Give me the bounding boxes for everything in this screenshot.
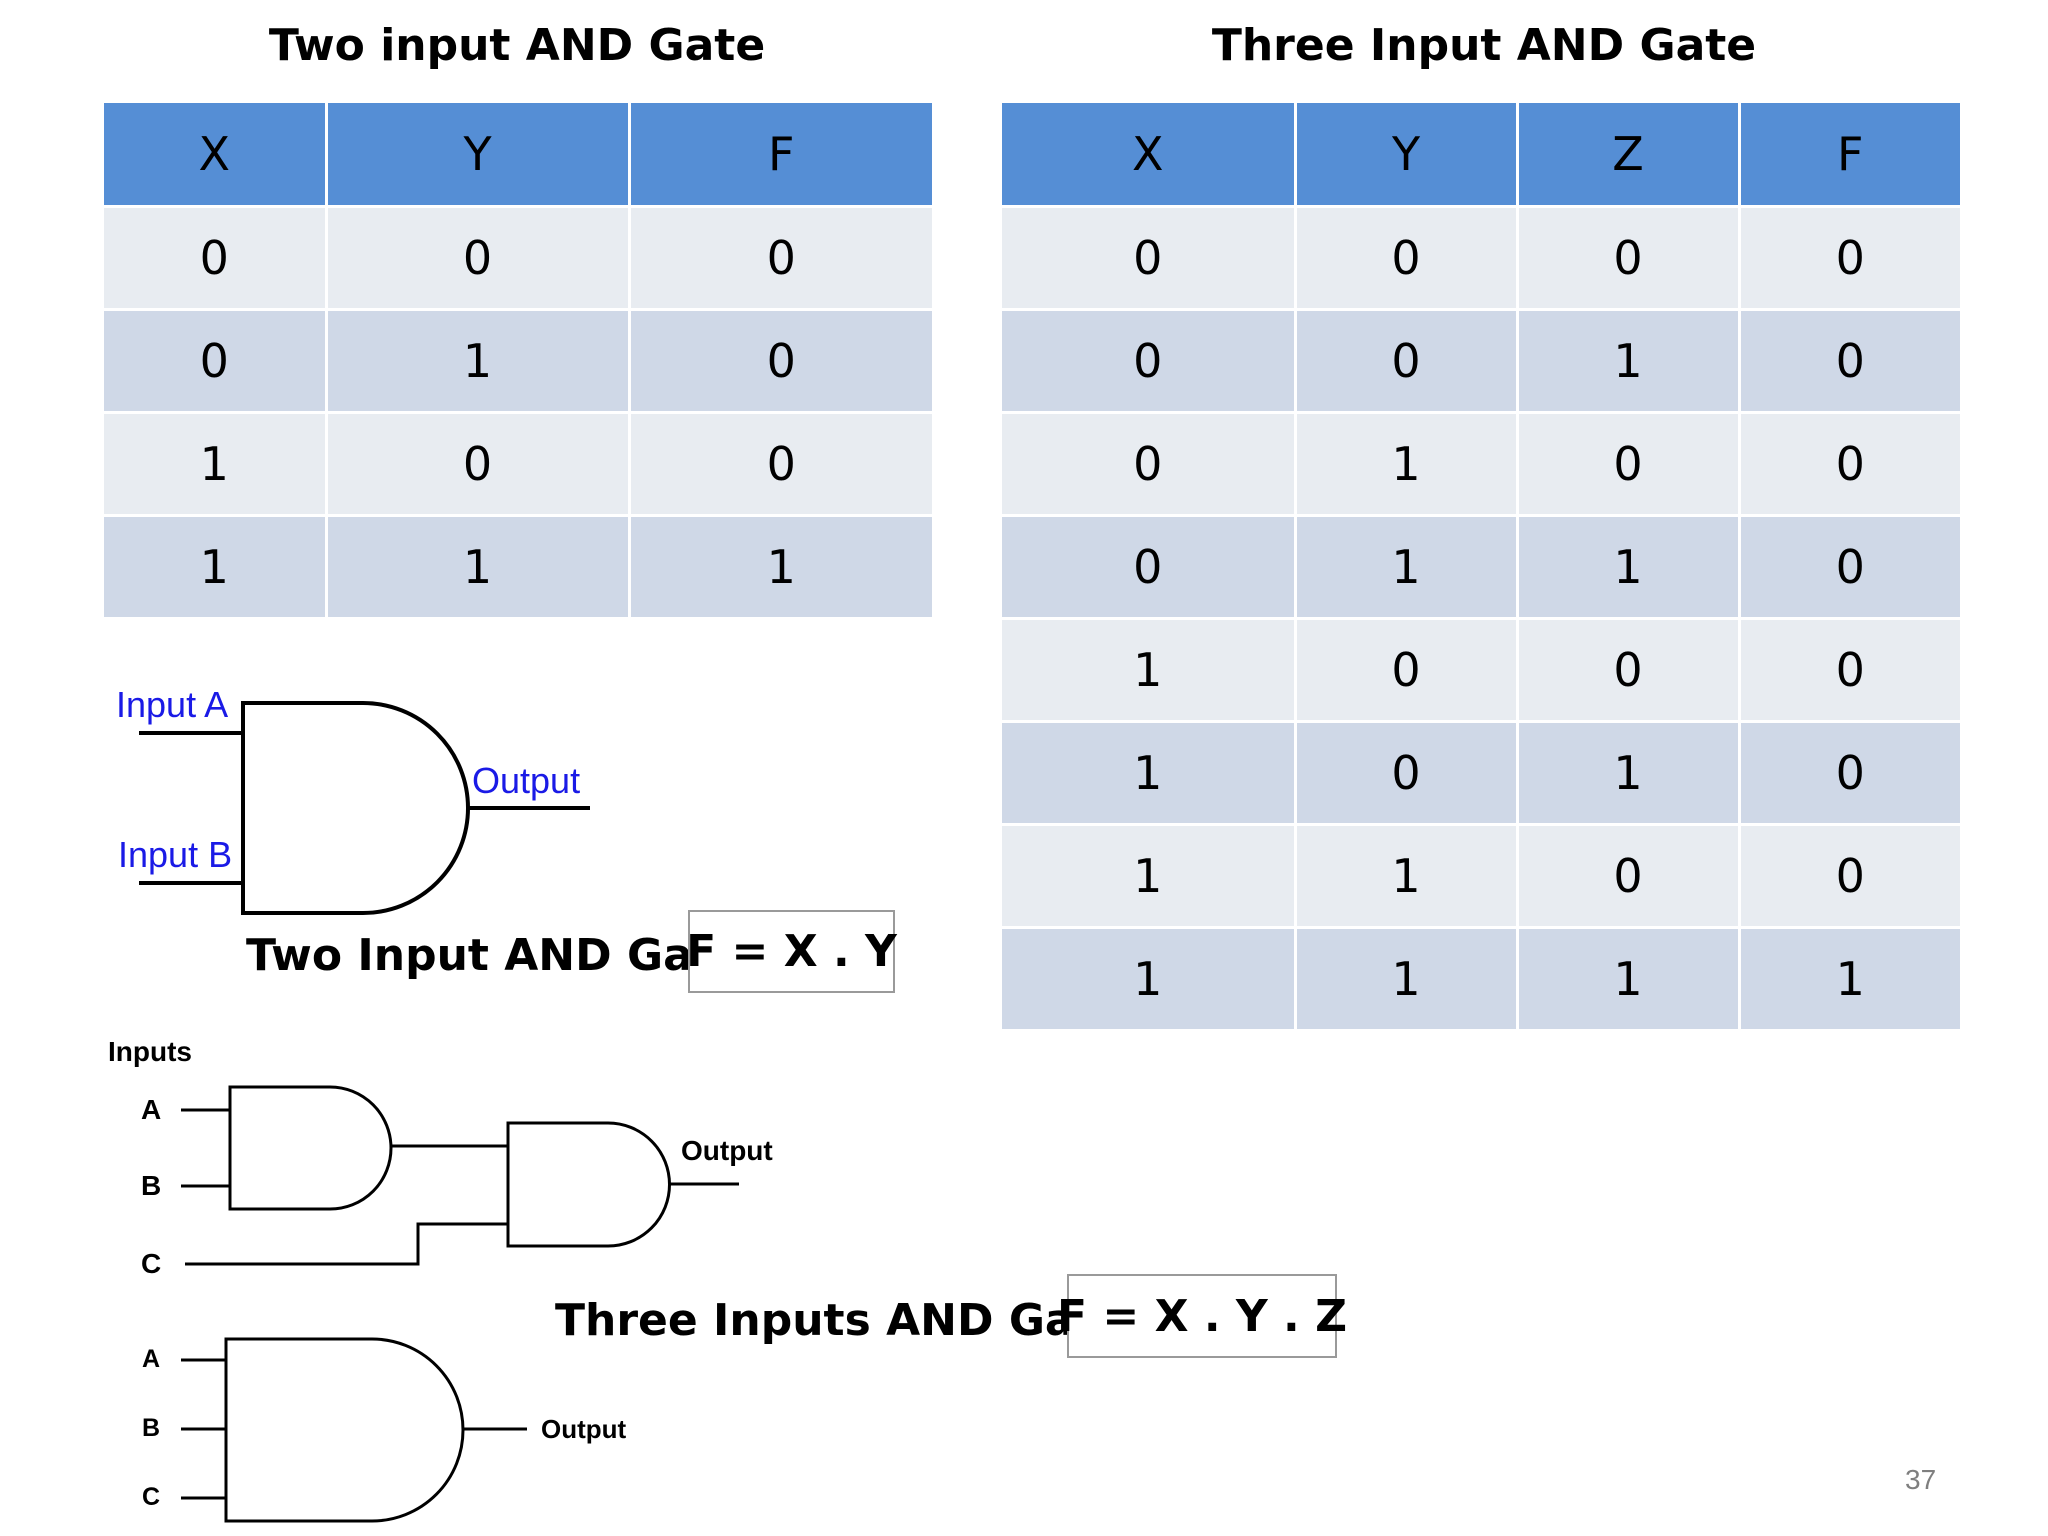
column-header-f: F (629, 103, 932, 208)
table-row: 0 0 1 0 (1002, 309, 1960, 414)
table-row: 1 1 0 0 (1002, 824, 1960, 929)
three-input-formula: F = X . Y . Z (1057, 1274, 1347, 1358)
cascade-input-a-label: A (141, 1094, 162, 1125)
cell: 0 (1739, 515, 1960, 620)
table-row: 1 0 0 (104, 412, 932, 517)
inputs-label: Inputs (108, 1036, 192, 1067)
cell: 0 (1517, 206, 1741, 311)
two-input-caption: Two Input AND Gate (246, 930, 744, 981)
cell: 1 (1739, 927, 1960, 1032)
cell: 1 (1002, 824, 1297, 929)
cascade-output-label: Output (681, 1135, 773, 1166)
input-b-label: Input B (118, 834, 233, 875)
cell: 1 (1517, 927, 1741, 1032)
cell: 0 (1739, 412, 1960, 517)
cell: 0 (1002, 515, 1297, 620)
table-header-row: X Y F (104, 103, 932, 208)
cell: 1 (1295, 927, 1519, 1032)
cell: 1 (1517, 309, 1741, 414)
column-header-y: Y (1295, 103, 1519, 208)
cell: 0 (1739, 824, 1960, 929)
column-header-f: F (1739, 103, 1960, 208)
table-row: 0 1 0 0 (1002, 412, 1960, 517)
cell: 0 (1517, 824, 1741, 929)
table-row: 0 1 0 (104, 309, 932, 414)
cell: 0 (104, 206, 328, 311)
table-header-row: X Y Z F (1002, 103, 1960, 208)
cell: 0 (1002, 206, 1297, 311)
column-header-y: Y (326, 103, 631, 208)
cell: 0 (326, 412, 631, 517)
two-input-title: Two input AND Gate (268, 20, 766, 71)
cell: 1 (104, 515, 328, 620)
single-input-c-label: C (142, 1483, 161, 1511)
cell: 0 (1295, 618, 1519, 723)
cell: 1 (1295, 824, 1519, 929)
cell: 0 (629, 309, 932, 414)
cell: 0 (1739, 206, 1960, 311)
cell: 1 (326, 309, 631, 414)
output-label: Output (472, 760, 581, 801)
cell: 0 (1295, 721, 1519, 826)
cell: 0 (629, 412, 932, 517)
cell: 1 (1002, 721, 1297, 826)
cell: 0 (1002, 412, 1297, 517)
table-row: 1 1 1 (104, 515, 932, 620)
two-input-formula: F = X . Y (686, 910, 897, 993)
column-header-x: X (104, 103, 328, 208)
cell: 0 (1295, 309, 1519, 414)
cell: 0 (1739, 309, 1960, 414)
single-input-a-label: A (142, 1345, 161, 1373)
cell: 0 (1002, 309, 1297, 414)
table-row: 0 0 0 (104, 206, 932, 311)
three-input-caption: Three Inputs AND Gate (555, 1295, 1126, 1346)
cell: 0 (326, 206, 631, 311)
cell: 1 (1517, 721, 1741, 826)
three-input-truth-table: X Y Z F 0 0 0 0 0 0 1 0 0 1 0 0 0 1 1 0 (1002, 103, 1960, 1032)
cell: 0 (1739, 721, 1960, 826)
three-input-and-gate-symbol (181, 1337, 527, 1523)
cell: 0 (1739, 618, 1960, 723)
two-input-truth-table: X Y F 0 0 0 0 1 0 1 0 0 1 1 1 (104, 103, 932, 620)
cell: 1 (326, 515, 631, 620)
table-row: 1 1 1 1 (1002, 927, 1960, 1032)
table-row: 0 0 0 0 (1002, 206, 1960, 311)
table-row: 1 0 0 0 (1002, 618, 1960, 723)
cell: 1 (1002, 927, 1297, 1032)
column-header-z: Z (1517, 103, 1741, 208)
cascade-input-b-label: B (141, 1170, 162, 1201)
table-row: 0 1 1 0 (1002, 515, 1960, 620)
cell: 0 (1295, 206, 1519, 311)
cascade-input-c-label: C (141, 1248, 162, 1279)
cell: 1 (629, 515, 932, 620)
three-input-title: Three Input AND Gate (1211, 20, 1757, 71)
page-number: 37 (1905, 1464, 1937, 1495)
table-row: 1 0 1 0 (1002, 721, 1960, 826)
cell: 0 (629, 206, 932, 311)
single-output-label: Output (541, 1414, 627, 1444)
cascaded-and-gate-symbol (181, 1085, 739, 1266)
cell: 1 (1295, 515, 1519, 620)
cell: 0 (104, 309, 328, 414)
two-input-and-gate-symbol (139, 701, 590, 915)
cell: 1 (1517, 515, 1741, 620)
cell: 0 (1517, 618, 1741, 723)
cell: 0 (1517, 412, 1741, 517)
cell: 1 (1295, 412, 1519, 517)
input-a-label: Input A (116, 684, 229, 725)
cell: 1 (1002, 618, 1297, 723)
cell: 1 (104, 412, 328, 517)
single-input-b-label: B (142, 1414, 161, 1442)
column-header-x: X (1002, 103, 1297, 208)
